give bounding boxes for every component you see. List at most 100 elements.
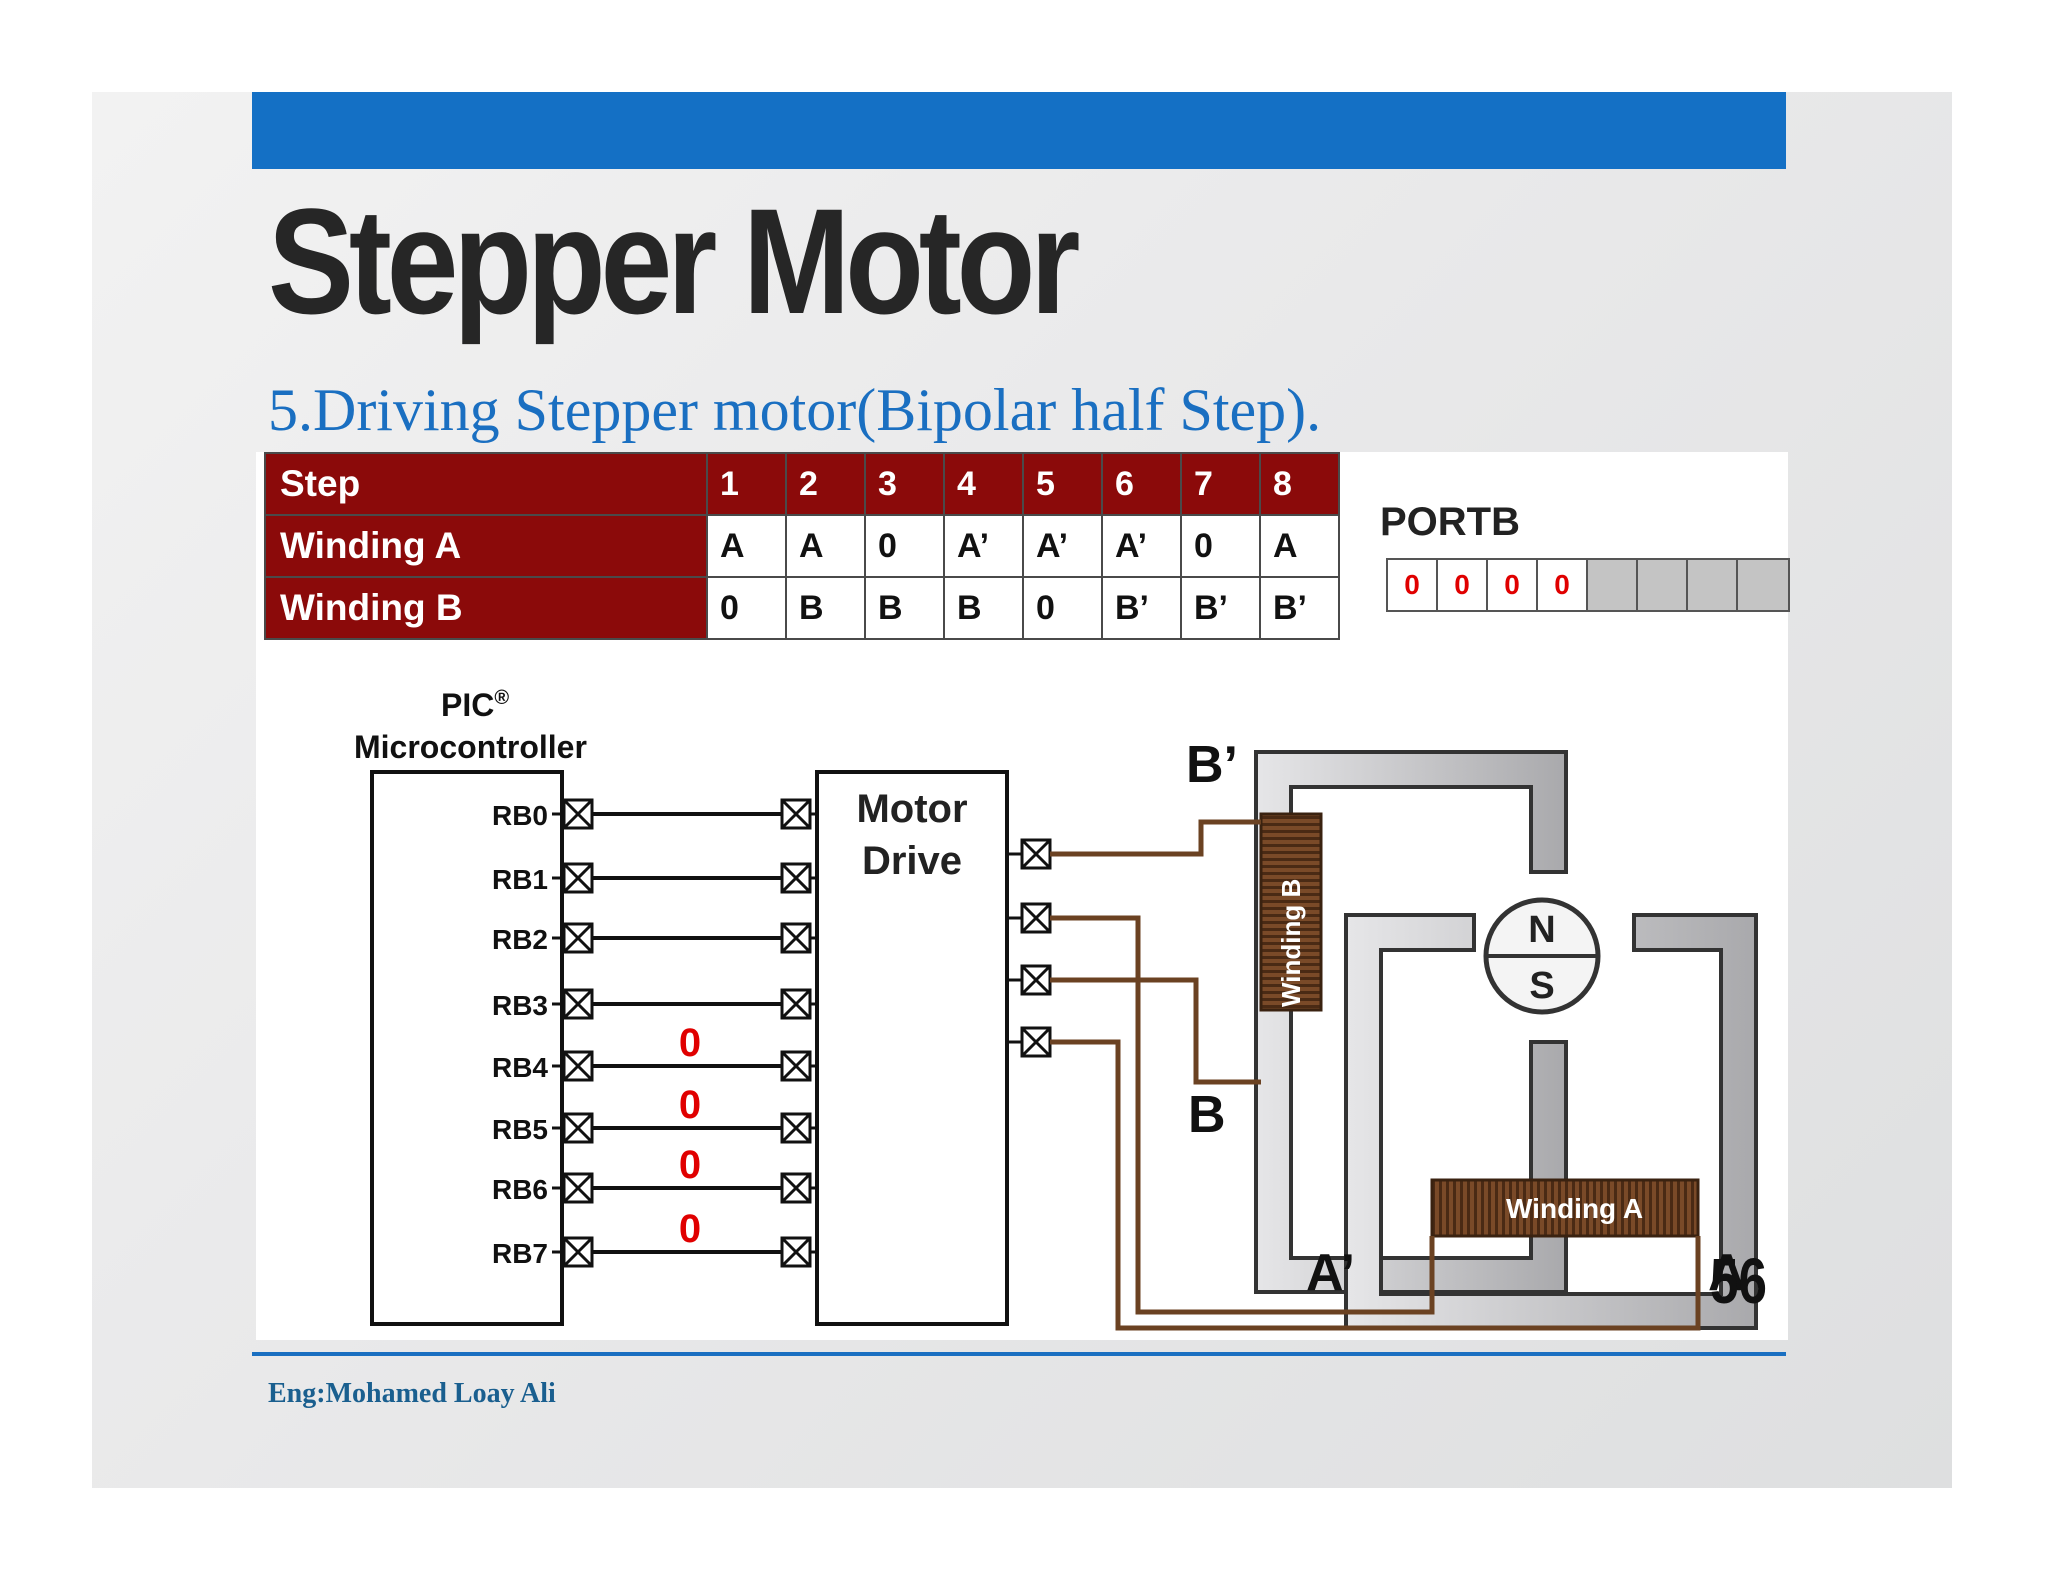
driver-input-terminal: [780, 798, 812, 830]
mcu-pin-terminal: [562, 798, 594, 830]
table-header-step: Step: [264, 452, 708, 516]
portb-bit: 0: [1388, 560, 1438, 610]
table-cell: B: [943, 576, 1024, 640]
registered-mark: ®: [494, 687, 509, 709]
slide: Stepper Motor 5.Driving Stepper motor(Bi…: [92, 92, 1952, 1488]
table-cell: B’: [1259, 576, 1340, 640]
table-cell: 0: [706, 576, 787, 640]
figure-panel: Step 1 2 3 4 5 6 7 8 Winding A A A 0 A’ …: [256, 452, 1790, 1340]
driver-output-terminal: [1020, 838, 1052, 870]
rotor-north-label: N: [1528, 909, 1555, 951]
pin-label: RB5: [492, 1114, 548, 1145]
wire-to-a: [1050, 1039, 1701, 1331]
step-number: 8: [1259, 452, 1340, 516]
portb-bit-empty: [1588, 560, 1638, 610]
mcu-label-pic-text: PIC: [441, 687, 494, 723]
table-row: Winding B 0 B B B 0 B’ B’ B’: [264, 576, 1340, 640]
mcu-block: [370, 770, 564, 1326]
portb-bit-empty: [1688, 560, 1738, 610]
table-cell: B: [864, 576, 945, 640]
step-number: 2: [785, 452, 866, 516]
wire-to-a-prime: [1050, 977, 1261, 1085]
step-number: 1: [706, 452, 787, 516]
portb-bit: 0: [1488, 560, 1538, 610]
table-cell: A’: [943, 514, 1024, 578]
pole-label-a-prime: A’: [1306, 1244, 1355, 1302]
table-cell: B: [785, 576, 866, 640]
portb-bit: 0: [1538, 560, 1588, 610]
pin-label: RB4: [492, 1052, 548, 1083]
winding-b-label: Winding B: [1276, 879, 1306, 1007]
rotor-south-label: S: [1529, 965, 1554, 1007]
pin-label: RB1: [492, 864, 548, 895]
driver-output-terminal: [1020, 902, 1052, 934]
table-row: Winding A A A 0 A’ A’ A’ 0 A: [264, 514, 1340, 578]
mcu-pin-terminal: [562, 988, 594, 1020]
pole-label-b: B: [1188, 1086, 1226, 1144]
table-cell: A’: [1101, 514, 1182, 578]
step-number: 4: [943, 452, 1024, 516]
mcu-label-microcontroller: Microcontroller: [354, 729, 587, 765]
table-cell: B’: [1101, 576, 1182, 640]
motor-drive-block: [815, 770, 1009, 1326]
table-cell: A: [1259, 514, 1340, 578]
step-number: 6: [1101, 452, 1182, 516]
motor-drive-label-line1: Motor: [856, 787, 967, 831]
portb-bit-empty: [1638, 560, 1688, 610]
circuit-diagram: PIC® Microcontroller Motor Drive RB0RB1R…: [354, 687, 1758, 1331]
slide-subtitle: 5.Driving Stepper motor(Bipolar half Ste…: [268, 377, 1322, 443]
table-cell: A’: [1022, 514, 1103, 578]
footer-line: [252, 1352, 1786, 1356]
winding-a-coil: [1430, 1178, 1700, 1238]
wire-to-b: [1050, 915, 1435, 1315]
mcu-pin-terminal: [562, 1050, 594, 1082]
pin-label: RB6: [492, 1174, 548, 1205]
pin-label: RB0: [492, 800, 548, 831]
portb-label: PORTB: [1380, 500, 1520, 544]
pin-label: RB2: [492, 924, 548, 955]
author-credit: Eng:Mohamed Loay Ali: [268, 1378, 556, 1409]
driver-input-terminal: [780, 862, 812, 894]
step-number: 3: [864, 452, 945, 516]
pole-label-b-prime: B’: [1186, 736, 1238, 794]
winding-a-label: Winding A: [1506, 1193, 1643, 1224]
driver-output-terminal: [1020, 964, 1052, 996]
pin-state-value: 0: [679, 1143, 701, 1187]
mcu-label-pic: PIC®: [441, 687, 509, 723]
table-cell: 0: [864, 514, 945, 578]
table-cell: A: [706, 514, 787, 578]
pin-state-value: 0: [679, 1207, 701, 1251]
step-number: 5: [1022, 452, 1103, 516]
row-label-winding-a: Winding A: [264, 514, 708, 578]
title-accent-bar: [252, 92, 1786, 169]
driver-output-terminal: [1020, 1026, 1052, 1058]
table-header-row: Step 1 2 3 4 5 6 7 8: [264, 452, 1340, 516]
driver-input-terminal: [780, 1172, 812, 1204]
slide-title: Stepper Motor: [268, 177, 1080, 345]
step-sequence-table: Step 1 2 3 4 5 6 7 8 Winding A A A 0 A’ …: [264, 452, 1340, 640]
pin-state-value: 0: [679, 1021, 701, 1065]
driver-input-terminal: [780, 922, 812, 954]
pin-label: RB7: [492, 1238, 548, 1269]
winding-b-coil: [1259, 812, 1323, 1012]
stator-frame-a: [1344, 913, 1758, 1330]
mcu-pin-terminal: [562, 862, 594, 894]
table-cell: A: [785, 514, 866, 578]
driver-input-terminal: [780, 1236, 812, 1268]
table-cell: 0: [1180, 514, 1261, 578]
wire-to-b-prime: [1050, 819, 1261, 857]
motor-drive-label-line2: Drive: [862, 839, 962, 883]
mcu-pin-terminal: [562, 922, 594, 954]
page-number: 56: [1710, 1245, 1767, 1317]
portb-bit: 0: [1438, 560, 1488, 610]
row-label-winding-b: Winding B: [264, 576, 708, 640]
driver-input-terminal: [780, 1112, 812, 1144]
table-cell: B’: [1180, 576, 1261, 640]
driver-input-terminal: [780, 988, 812, 1020]
portb-register: 0 0 0 0: [1386, 558, 1790, 612]
pin-state-value: 0: [679, 1083, 701, 1127]
pole-label-a: A: [1708, 1244, 1746, 1302]
mcu-pin-terminal: [562, 1236, 594, 1268]
step-number: 7: [1180, 452, 1261, 516]
